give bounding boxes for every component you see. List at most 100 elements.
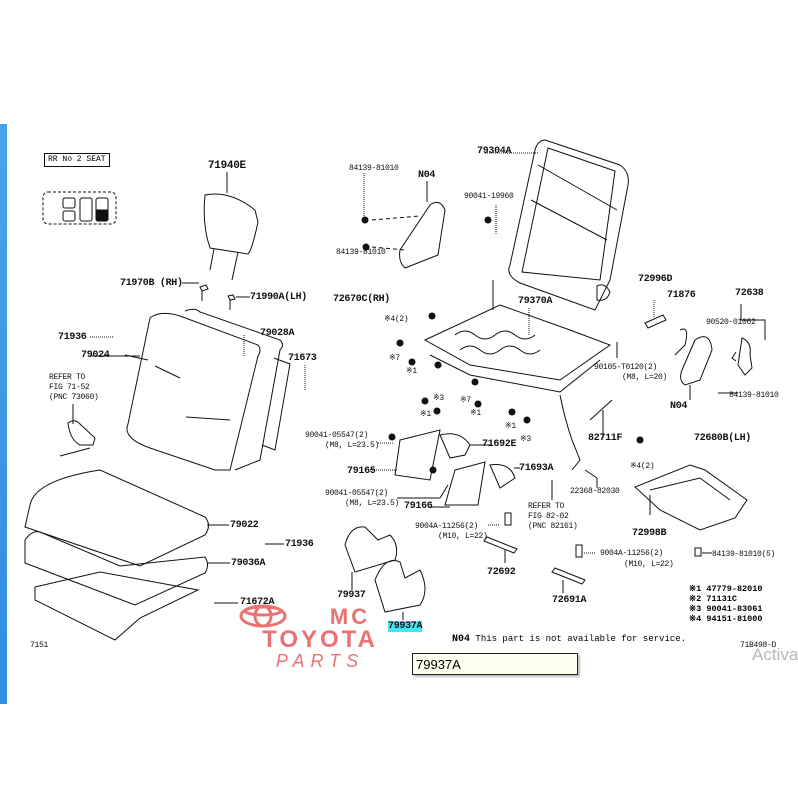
- legend-part-number[interactable]: 90041-83061: [706, 604, 763, 614]
- part-label-71940E[interactable]: 71940E: [208, 160, 246, 172]
- availability-note: N04 This part is not available for servi…: [452, 634, 686, 645]
- part-label-71673[interactable]: 71673: [288, 353, 317, 364]
- part-label-84139-81010-c[interactable]: 84139-81010: [729, 391, 779, 400]
- legend-part-number[interactable]: 94151-81000: [706, 614, 763, 624]
- seat-frame-drawing: [423, 280, 612, 393]
- part-label-71692E[interactable]: 71692E: [482, 439, 517, 450]
- part-label-90041-05547-a[interactable]: 90041-05547(2): [305, 431, 369, 440]
- part-label-82711F[interactable]: 82711F: [588, 433, 623, 444]
- watermark-line2: TOYOTA: [262, 626, 378, 653]
- part-label-9004A-11256-a[interactable]: 9004A-11256(2): [415, 522, 479, 531]
- part-label-84139-81010-a[interactable]: 84139-81010: [349, 164, 399, 173]
- part-label-79937A-highlighted[interactable]: 79937A: [388, 621, 423, 632]
- part-label-84139-81010-b[interactable]: 84139-81010: [336, 248, 386, 257]
- watermark-line1: MC: [329, 604, 371, 629]
- mounting-plate-drawing: [634, 464, 748, 531]
- part-label-71936-b[interactable]: 71936: [285, 539, 314, 550]
- part-label-79937[interactable]: 79937: [337, 590, 366, 601]
- refer-note-82161-line2[interactable]: FIG 82-02: [528, 512, 569, 521]
- recliner-cover-drawing: [363, 173, 446, 269]
- note-code: N04: [452, 634, 471, 645]
- marker-1-a: ※1: [406, 367, 417, 376]
- legend-row: ※3 90041-83061: [689, 604, 763, 614]
- part-label-N04-b[interactable]: N04: [670, 401, 688, 412]
- part-label-71970B[interactable]: 71970B (RH): [120, 278, 183, 289]
- marker-3-b: ※3: [520, 435, 531, 444]
- part-label-79036A[interactable]: 79036A: [231, 558, 266, 569]
- part-label-79024[interactable]: 79024: [81, 350, 110, 361]
- lower-covers-drawing: [344, 526, 426, 620]
- part-label-79166[interactable]: 79166: [404, 501, 433, 512]
- part-label-72998B[interactable]: 72998B: [632, 528, 667, 539]
- part-label-72691A[interactable]: 72691A: [552, 595, 587, 606]
- legend-row: ※1 47779-82010: [689, 584, 763, 594]
- part-label-90105-T0120[interactable]: 90105-T0120(2): [594, 363, 658, 372]
- seat-position-icon: [42, 191, 117, 225]
- section-label: RR No 2 SEAT: [44, 153, 110, 167]
- os-activation-overlay: Activate: [752, 645, 798, 664]
- watermark-logo: MC TOYOTA PARTS: [235, 604, 405, 671]
- part-label-90041-05547-b-spec: (M8, L=23.5): [345, 499, 400, 508]
- marker-7-b: ※7: [460, 396, 471, 405]
- right-side-parts-drawing: [616, 300, 766, 400]
- legend-part-number[interactable]: 47779-82010: [706, 584, 763, 594]
- part-label-72996D[interactable]: 72996D: [638, 274, 673, 285]
- part-label-90041-19960[interactable]: 90041-19960: [464, 192, 514, 201]
- part-label-9004A-11256-b-spec: (M10, L=22): [624, 560, 674, 569]
- part-label-79370A[interactable]: 79370A: [518, 296, 553, 307]
- part-label-90520-01002[interactable]: 90520-01002: [706, 318, 756, 327]
- fastener-markers: [361, 216, 644, 474]
- note-text: This part is not available for service.: [475, 634, 687, 644]
- refer-note-82161-line3: (PNC 82161): [528, 522, 578, 531]
- wire-harness-drawing: [551, 394, 613, 500]
- seatback-frame-drawing: [485, 139, 629, 311]
- part-label-79165[interactable]: 79165: [347, 466, 376, 477]
- part-label-84139-81010-d[interactable]: 84139-81010(5): [712, 550, 776, 559]
- marker-3-a: ※3: [433, 394, 444, 403]
- part-label-9004A-11256-b[interactable]: 9004A-11256(2): [600, 549, 664, 558]
- part-label-72670C[interactable]: 72670C(RH): [333, 294, 391, 305]
- part-label-79028A[interactable]: 79028A: [260, 328, 295, 339]
- refer-note-73060-line3: (PNC 73060): [49, 393, 99, 402]
- marker-1-d: ※1: [505, 422, 516, 431]
- part-label-72692[interactable]: 72692: [487, 567, 516, 578]
- marker-1-b: ※1: [420, 410, 431, 419]
- part-label-72638[interactable]: 72638: [735, 288, 764, 299]
- refer-note-73060-line2[interactable]: FIG 71-52: [49, 383, 90, 392]
- part-label-79304A[interactable]: 79304A: [477, 146, 512, 157]
- part-label-79022[interactable]: 79022: [230, 520, 259, 531]
- part-label-71876[interactable]: 71876: [667, 290, 696, 301]
- legend-row: ※4 94151-81000: [689, 614, 763, 624]
- refer-note-73060-line1: REFER TO: [49, 373, 86, 382]
- window-edge: [0, 124, 7, 704]
- part-label-90041-05547-b[interactable]: 90041-05547(2): [325, 489, 389, 498]
- part-label-71990A[interactable]: 71990A(LH): [250, 292, 308, 303]
- part-label-71672A[interactable]: 71672A: [240, 597, 275, 608]
- bolts-drawing: [483, 512, 712, 593]
- fastener-legend: ※1 47779-82010 ※2 71131C ※3 90041-83061 …: [689, 584, 762, 624]
- part-label-9004A-11256-a-spec: (M10, L=22): [438, 532, 488, 541]
- part-label-22368-82030[interactable]: 22368-82030: [570, 487, 620, 496]
- marker-1-c: ※1: [470, 409, 481, 418]
- figure-number-left: 7151: [30, 641, 49, 650]
- refer-note-82161-line1: REFER TO: [528, 502, 565, 511]
- watermark-line3: PARTS: [275, 651, 365, 671]
- marker-4-2-b: ※4(2): [630, 462, 655, 471]
- marker-4-2-a: ※4(2): [384, 315, 409, 324]
- legend-row: ※2 71131C: [689, 594, 737, 604]
- seat-cushion-drawing: [24, 469, 284, 641]
- part-label-N04-a[interactable]: N04: [418, 170, 436, 181]
- seatback-drawing: [59, 308, 306, 471]
- marker-7-a: ※7: [389, 354, 400, 363]
- part-label-72680B[interactable]: 72680B(LH): [694, 433, 752, 444]
- hinge-covers-drawing: [370, 429, 520, 508]
- part-tooltip: 79937A: [412, 653, 578, 675]
- part-label-71693A[interactable]: 71693A: [519, 463, 554, 474]
- part-label-90041-05547-a-spec: (M8, L=23.5): [325, 441, 380, 450]
- legend-part-number[interactable]: 71131C: [706, 594, 737, 604]
- figure-number-right: 71B498-D: [740, 641, 777, 650]
- part-label-90105-T0120-spec: (M8, L=20): [622, 373, 668, 382]
- toyota-emblem: [239, 604, 287, 628]
- part-label-71936[interactable]: 71936: [58, 332, 87, 343]
